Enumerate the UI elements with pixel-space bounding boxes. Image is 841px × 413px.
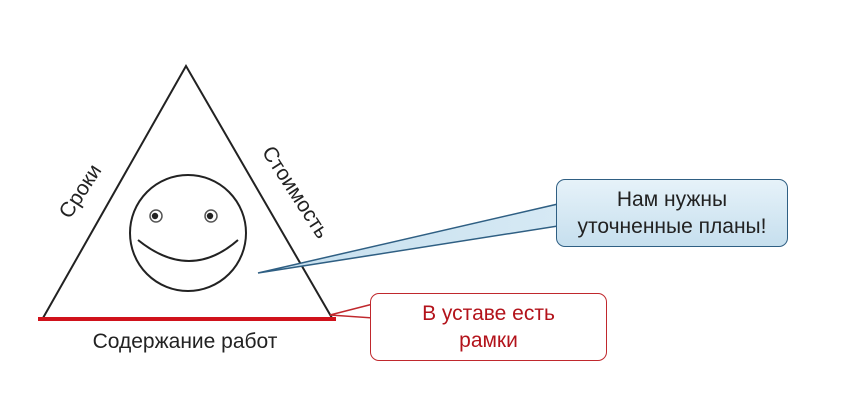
blue-callout: Нам нужны уточненные планы!: [556, 179, 788, 247]
red-callout-line-2: рамки: [459, 329, 518, 352]
red-callout-line-1: В уставе есть: [422, 302, 555, 325]
blue-callout-line-1: Нам нужны: [616, 188, 728, 211]
smiley-face-icon: [129, 174, 247, 292]
red-callout-pointer: [329, 303, 374, 319]
right-side-label: Стоимость: [257, 142, 334, 243]
red-callout: В уставе есть рамки: [370, 293, 607, 361]
left-side-label: Сроки: [55, 160, 107, 222]
blue-callout-line-2: уточненные планы!: [577, 215, 767, 238]
blue-callout-text: Нам нужны уточненные планы!: [578, 186, 767, 240]
red-callout-text: В уставе есть рамки: [422, 300, 555, 354]
base-label: Содержание работ: [92, 330, 278, 353]
